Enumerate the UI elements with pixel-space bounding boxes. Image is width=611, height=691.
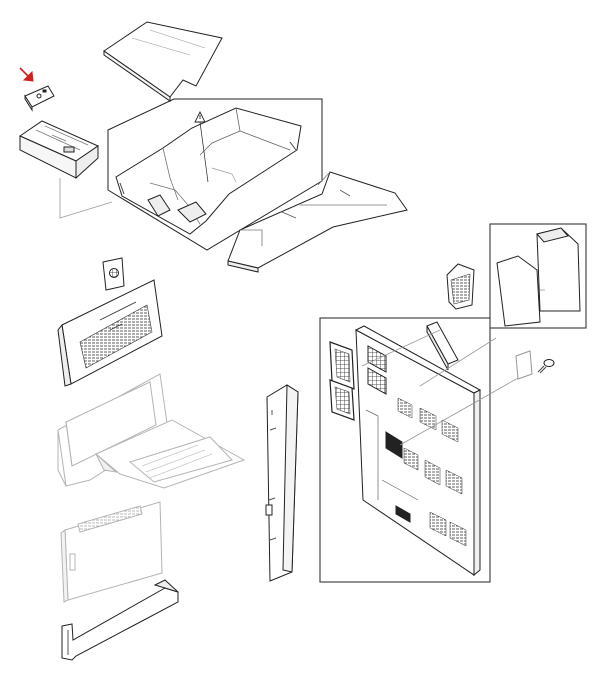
fan-cover bbox=[103, 258, 124, 290]
output-bin-cover bbox=[228, 172, 407, 272]
vent-plate-lower bbox=[330, 380, 354, 420]
manual-feed-tray bbox=[58, 374, 244, 488]
warning-triangle-icon bbox=[194, 110, 209, 183]
leader-lines bbox=[361, 289, 545, 446]
left-side-panel bbox=[61, 502, 162, 602]
vent-louver bbox=[447, 264, 474, 309]
vent-plate-upper bbox=[330, 342, 354, 389]
control-panel-assembly bbox=[20, 121, 98, 178]
top-cover bbox=[116, 108, 301, 234]
side-cover-group-box bbox=[489, 223, 587, 329]
leader-line bbox=[59, 178, 113, 219]
bottom-rail bbox=[62, 580, 178, 660]
top-output-tray bbox=[104, 22, 222, 101]
screw-icon bbox=[538, 359, 555, 374]
red-arrow-icon bbox=[19, 67, 34, 82]
right-panel-group-box bbox=[319, 317, 491, 583]
small-plate bbox=[516, 351, 532, 379]
main-chassis-panel bbox=[356, 326, 480, 575]
front-door bbox=[58, 280, 162, 386]
side-cover-outer bbox=[537, 228, 580, 311]
side-cover-inner bbox=[497, 256, 540, 326]
rear-vertical-panel bbox=[266, 385, 298, 581]
formatter-bracket bbox=[25, 86, 54, 110]
